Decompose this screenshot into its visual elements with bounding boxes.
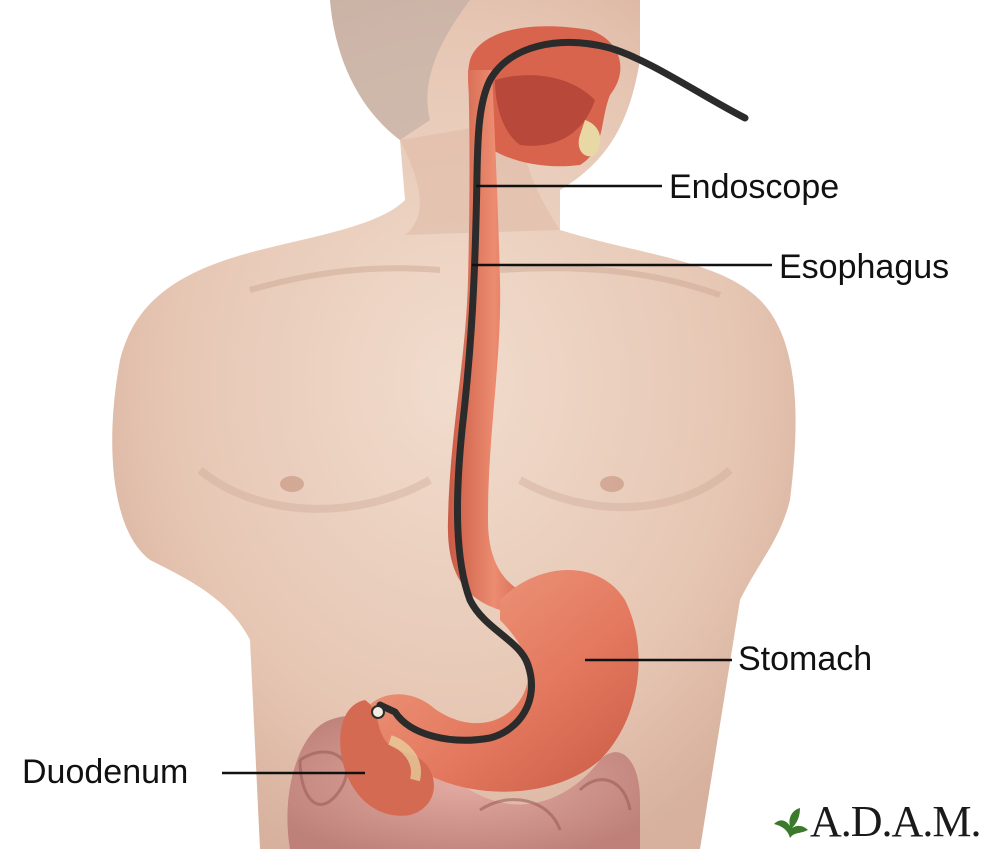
esophagus-label: Esophagus bbox=[779, 250, 949, 284]
duodenum-label: Duodenum bbox=[22, 755, 188, 789]
endoscope-label: Endoscope bbox=[669, 170, 839, 204]
stomach-label: Stomach bbox=[738, 642, 872, 676]
logo-text: A.D.A.M. bbox=[810, 800, 980, 844]
endoscope-tip-icon bbox=[372, 706, 384, 718]
leaf-icon bbox=[770, 804, 810, 840]
adam-logo: A.D.A.M. bbox=[770, 800, 980, 844]
